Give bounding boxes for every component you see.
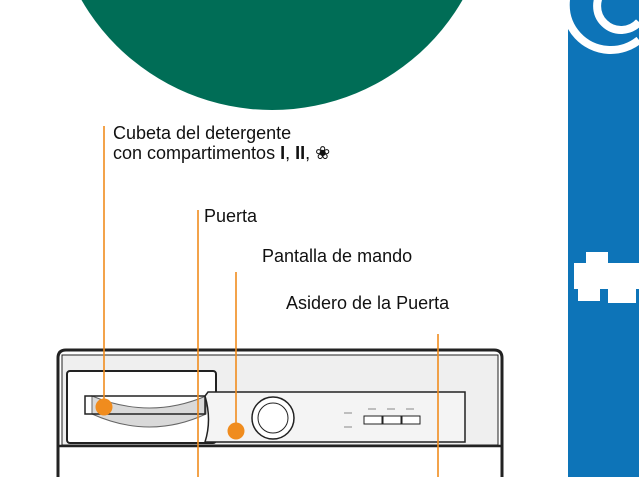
drawer-slot: [84, 395, 206, 415]
detergent-label-prefix: con compartimentos: [113, 143, 281, 163]
compartment-i: I: [280, 143, 286, 163]
control-panel: [203, 391, 466, 443]
side-icons: [561, 0, 639, 303]
door-handle-label: Asidero de la Puerta: [286, 293, 450, 313]
detergent-label-line2: con compartimentos I, II, ❀: [113, 143, 330, 163]
detergent-drawer-label: Cubeta del detergente con compartimentos…: [113, 123, 330, 163]
door-label: Puerta: [204, 206, 258, 226]
washing-machine-illustration: [56, 126, 504, 477]
leader-lines: [103, 126, 439, 477]
water-tap-icon: [574, 252, 639, 303]
program-dial-inner: [257, 402, 289, 434]
separator: ,: [305, 143, 316, 163]
panel-buttons: [363, 415, 421, 425]
partial-circle-icon: [561, 0, 639, 54]
panel-indicator-lines: [344, 408, 414, 428]
detergent-label-line1: Cubeta del detergente: [113, 123, 292, 143]
control-panel-label: Pantalla de mando: [262, 246, 413, 266]
side-blue-strip: [561, 0, 639, 477]
compartment-ii: II: [295, 143, 306, 163]
marker-dot-control-panel: [227, 422, 245, 440]
softener-flower-icon: ❀: [315, 143, 331, 163]
drawer-handle-recess: [91, 395, 207, 428]
marker-dot-detergent: [95, 398, 113, 416]
separator: ,: [285, 143, 296, 163]
